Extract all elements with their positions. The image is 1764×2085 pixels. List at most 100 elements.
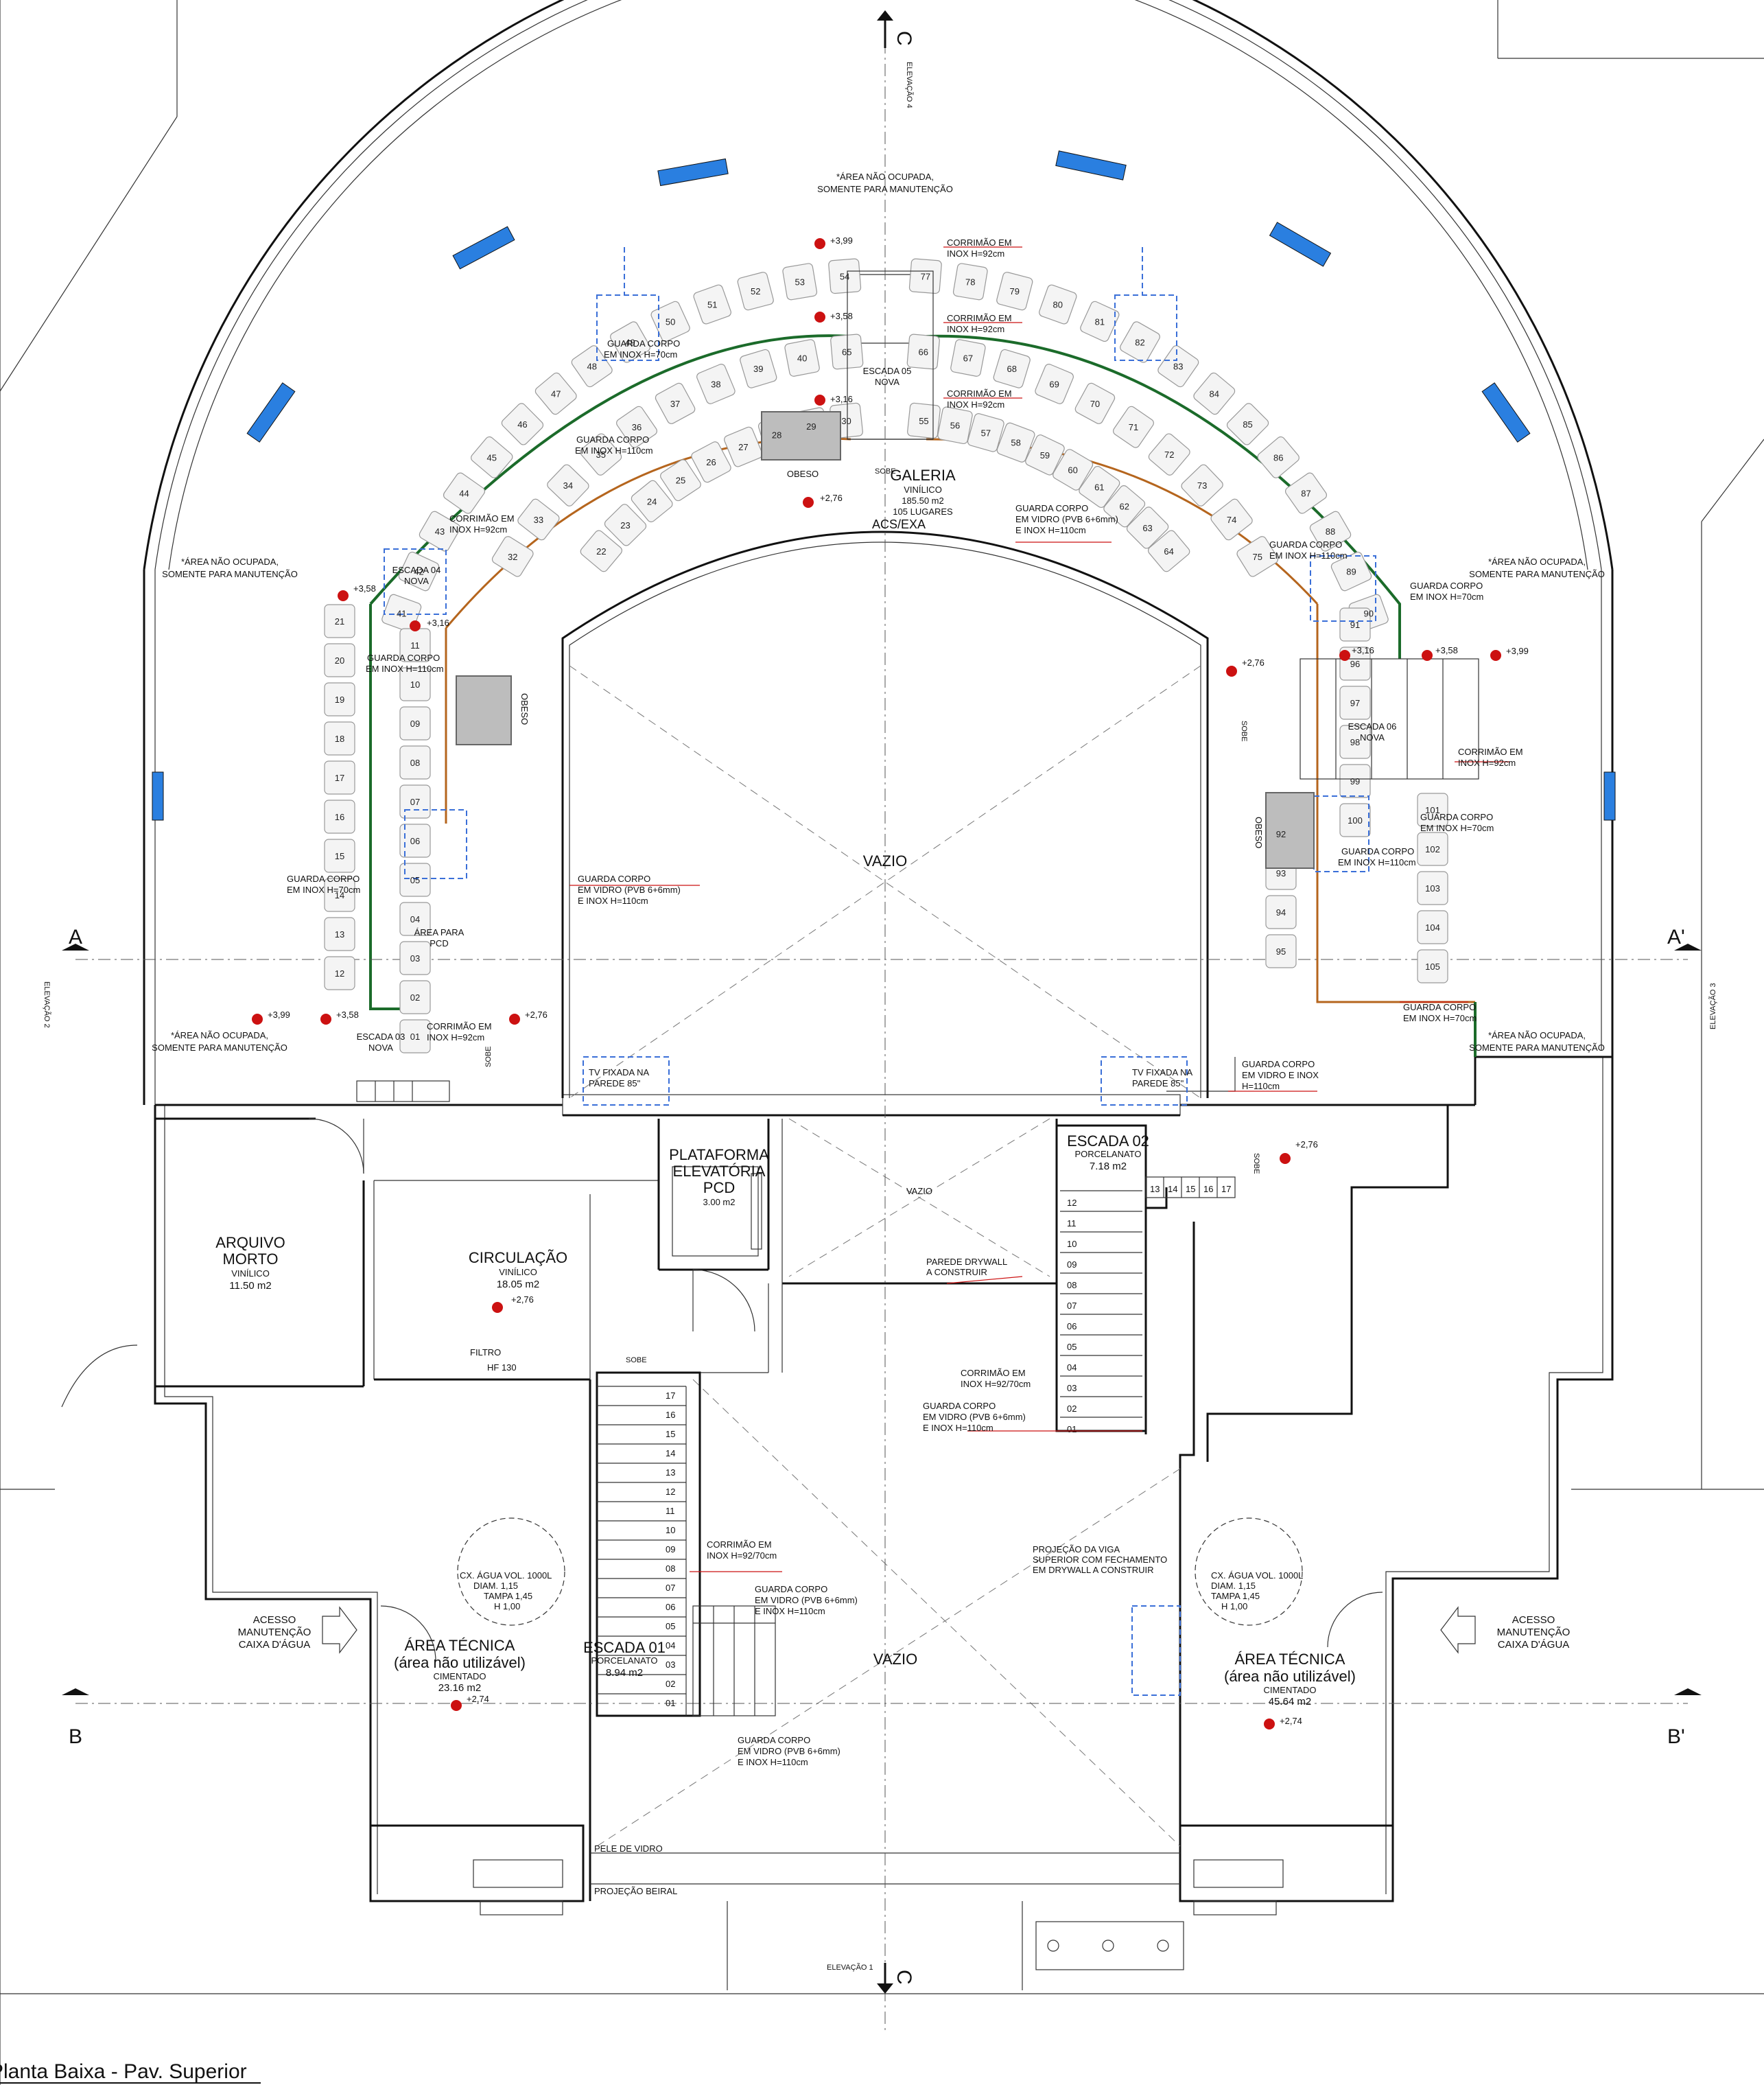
seat-number: 75 (1253, 552, 1262, 562)
seat (1417, 793, 1448, 827)
seat (324, 721, 355, 756)
seat-number: 97 (1350, 698, 1360, 708)
stair-step-number: 04 (1067, 1362, 1077, 1373)
seat (580, 433, 622, 476)
corrimao-02-b: INOX H=92cm (947, 399, 1004, 410)
seat-number: 92 (1276, 829, 1286, 839)
seat (324, 643, 355, 677)
seat-number: 29 (806, 421, 816, 432)
stair-step-number: 09 (1067, 1259, 1077, 1270)
seat (616, 406, 657, 448)
seat (1074, 382, 1116, 424)
stair-step-number: 03 (666, 1659, 675, 1670)
guarda-e01-c: E INOX H=110cm (755, 1606, 825, 1616)
elevation-2: ELEVAÇÃO 2 (43, 981, 51, 1028)
guarda-r105-b: EM INOX H=70cm (1403, 1013, 1477, 1023)
viga-3: EM DRYWALL A CONSTRUIR (1033, 1565, 1154, 1575)
seat-number: 11 (410, 640, 420, 651)
seat-number: 90 (1364, 608, 1374, 618)
sobe-escada02: SOBE (1252, 1153, 1260, 1174)
escada05-nova: NOVA (875, 377, 899, 387)
tv-right-2: PAREDE 85" (1132, 1078, 1184, 1088)
guarda-r76-b: EM INOX H=110cm (1269, 550, 1348, 561)
seat-number: 26 (706, 457, 716, 467)
escada04-label: ESCADA 04 (392, 565, 441, 575)
escada06-label: ESCADA 06 (1348, 721, 1397, 732)
guarda-l48-a: GUARDA CORPO (607, 338, 680, 349)
seat (740, 349, 777, 388)
obeso-top: OBESO (787, 469, 819, 479)
guarda-r91-a: GUARDA CORPO (1410, 581, 1483, 591)
seat-number: 17 (335, 773, 344, 783)
seat-number: 100 (1348, 815, 1363, 826)
tecnica-left-name: ÁREA TÉCNICA (405, 1637, 515, 1654)
stair-step-number: 08 (1067, 1280, 1077, 1290)
seat (1417, 871, 1448, 905)
tecnica-right-area: 45.64 m2 (1269, 1696, 1312, 1708)
seat (996, 422, 1035, 463)
nao-ocupada-br-2: SOMENTE PARA MANUTENÇÃO (1469, 1042, 1605, 1053)
stair-step-number: 04 (666, 1640, 675, 1651)
stair-step-number: 02 (1067, 1403, 1077, 1414)
seat (907, 402, 941, 439)
seat-number: 85 (1243, 419, 1252, 430)
seat-number: 05 (410, 875, 420, 885)
seat-number: 56 (950, 421, 960, 431)
seat (1025, 434, 1065, 476)
seat-number: 101 (1425, 805, 1440, 815)
stair-step-number: 01 (1067, 1424, 1077, 1434)
corrimao-e02-a: CORRIMÃO EM (961, 1368, 1026, 1378)
seat (1284, 472, 1328, 514)
seat-number: 91 (1350, 620, 1360, 630)
caixa-right-3: TAMPA 1,45 (1211, 1591, 1260, 1601)
level-358-top: +3,58 (830, 311, 853, 321)
labels: C C ELEVAÇÃO 4 ELEVAÇÃO 1 ELEVAÇÃO 2 ELE… (0, 31, 1717, 2083)
guarda-e01-b: EM VIDRO (PVB 6+6mm) (755, 1595, 858, 1605)
seat-number: 40 (797, 353, 807, 364)
section-c-top: C (893, 31, 915, 46)
guarda-e02-b: EM VIDRO (PVB 6+6mm) (923, 1412, 1026, 1422)
caixa-right-1: CX. ÁGUA VOL. 1000L (1211, 1570, 1303, 1581)
guarda-tv-a: GUARDA CORPO (1242, 1059, 1315, 1069)
stair-step-number: 07 (1067, 1301, 1077, 1311)
tv-left-2: PAREDE 85" (589, 1078, 641, 1088)
seat-number: 13 (335, 929, 344, 940)
seat-number: 61 (1094, 482, 1104, 492)
seat (324, 604, 355, 638)
seat (1039, 284, 1077, 325)
seat (1339, 803, 1371, 837)
guarda-r91-b: EM INOX H=70cm (1410, 592, 1483, 602)
stair-step-number: 03 (1067, 1383, 1077, 1393)
vazio-lower: VAZIO (873, 1651, 917, 1668)
seat-number: 67 (963, 353, 973, 364)
corrimao-l03-b: INOX H=92cm (427, 1032, 484, 1042)
stair-step-number: 07 (666, 1583, 675, 1593)
guarda-l10-b: EM INOX H=110cm (366, 664, 444, 674)
sobe-galeria: SOBE (875, 467, 896, 476)
seat (1339, 725, 1371, 759)
guarda-tv-b: EM VIDRO E INOX (1242, 1070, 1319, 1080)
galeria-name: GALERIA (890, 467, 956, 484)
doors (308, 1118, 1383, 1662)
seat (517, 498, 560, 541)
seat-number: 102 (1425, 844, 1440, 854)
seat (952, 263, 988, 301)
water-tanks (457, 1517, 1303, 1626)
seat (1120, 321, 1160, 363)
guarda-bottom-a: GUARDA CORPO (738, 1735, 810, 1745)
plataforma-name-2: ELEVATÓRIA (673, 1163, 766, 1180)
seat (399, 706, 431, 741)
seat (724, 426, 763, 467)
seat-number: 47 (551, 389, 561, 399)
central-void (561, 531, 1209, 1847)
seat (324, 682, 355, 717)
seat-number: 08 (410, 758, 420, 768)
stair-step-number: 12 (1067, 1198, 1077, 1208)
stair-step-number: 17 (1221, 1184, 1231, 1194)
plan-title: Planta Baixa - Pav. Superior (0, 2060, 247, 2083)
seat-number: 28 (772, 430, 781, 441)
seat (580, 530, 623, 572)
escada03-label: ESCADA 03 (357, 1032, 405, 1042)
tecnica-right-note: (área não utilizável) (1224, 1668, 1356, 1685)
